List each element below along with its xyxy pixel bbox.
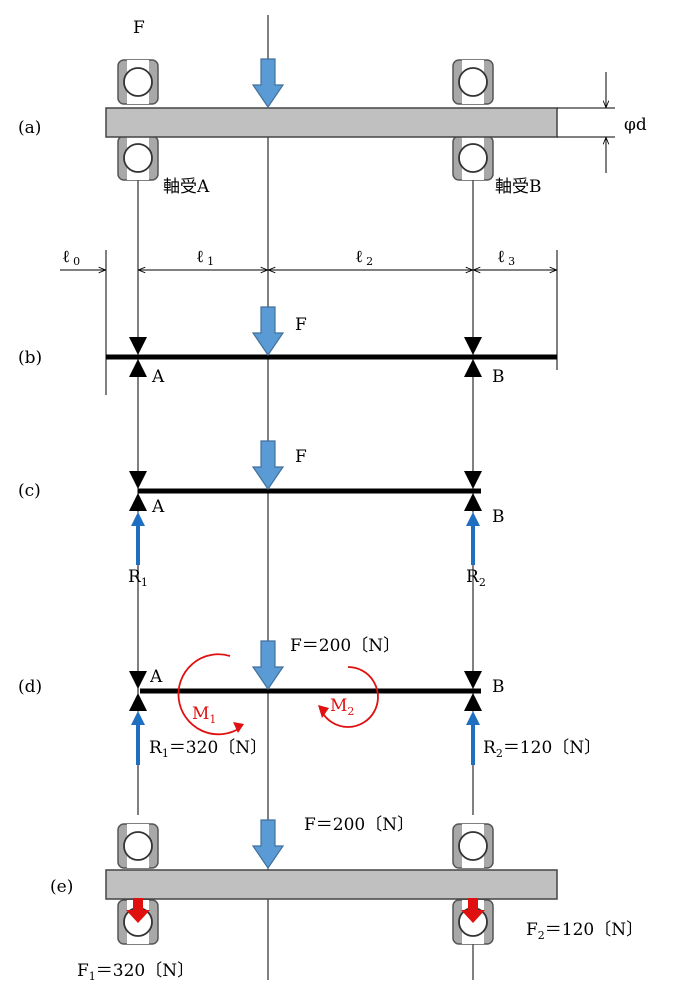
row-d-label: (d) (18, 677, 42, 697)
row-d: (d) F＝200〔N〕 A B M1 M2 R1＝320〔N〕 R2＝120〔… (18, 636, 601, 765)
row-a: F (a) 軸受A 軸受B φd (18, 18, 647, 197)
force-d-label: F＝200〔N〕 (290, 636, 400, 656)
support-b-c-label: B (492, 507, 505, 527)
r2-d-label: R2＝120〔N〕 (483, 738, 601, 760)
force-arrow-d-icon (252, 640, 284, 690)
row-b-label: (b) (18, 348, 42, 368)
force-arrow-a-icon (252, 58, 284, 108)
bearing-a-top-e-icon (117, 823, 159, 869)
m2-label: M2 (330, 696, 354, 718)
top-force-label: F (133, 18, 145, 38)
row-b: (b) F A B (18, 306, 557, 387)
bearing-b-top-e-icon (452, 823, 494, 869)
bearing-a-top-icon (117, 59, 159, 105)
bearing-force-f2-icon (461, 898, 485, 923)
bearing-force-f1-icon (126, 898, 150, 923)
r2-c-label: R2 (466, 567, 486, 589)
support-a-c-label: A (151, 497, 165, 517)
r1-d-label: R1＝320〔N〕 (149, 738, 267, 760)
row-e: (e) F＝200〔N〕 F1＝320〔N〕 F2＝120〔N〕 (50, 815, 643, 983)
f1-label: F1＝320〔N〕 (77, 961, 194, 983)
support-b-b-label: B (492, 367, 505, 387)
f2-label: F2＝120〔N〕 (526, 920, 643, 942)
bearing-a-label: 軸受A (163, 177, 210, 197)
support-b-d-label: B (492, 677, 505, 697)
m1-label: M1 (192, 704, 216, 726)
row-c-label: (c) (18, 481, 41, 501)
diameter-label: φd (624, 115, 647, 135)
force-c-label: F (295, 447, 307, 467)
bearing-a-bottom-icon (117, 135, 159, 181)
moment-m1-icon (177, 653, 241, 736)
row-c: (c) F A B R1 R2 (18, 440, 505, 589)
shaft-e (105, 869, 558, 900)
row-a-label: (a) (18, 118, 41, 138)
bearing-b-label: 軸受B (495, 177, 542, 197)
force-e-label: F＝200〔N〕 (304, 815, 414, 835)
bearing-b-bottom-icon (452, 135, 494, 181)
force-b-label: F (295, 315, 307, 335)
force-arrow-b-icon (252, 306, 284, 356)
shaft-a (105, 107, 558, 138)
r1-c-label: R1 (128, 567, 148, 589)
support-a-d-label: A (149, 667, 163, 687)
moment-m2-icon (321, 666, 379, 728)
force-arrow-e-icon (252, 819, 284, 869)
row-e-label: (e) (50, 877, 73, 897)
support-a-b-label: A (151, 367, 165, 387)
force-arrow-c-icon (252, 440, 284, 490)
bearing-b-top-icon (452, 59, 494, 105)
